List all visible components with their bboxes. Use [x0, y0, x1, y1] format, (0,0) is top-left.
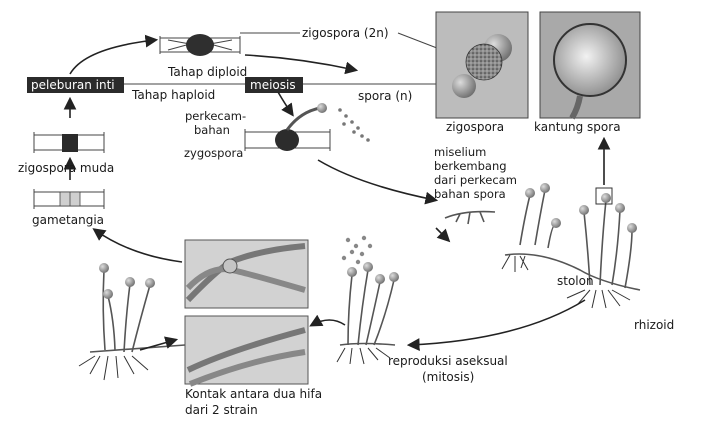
- left-colony: [78, 263, 186, 381]
- hyphae-contact-micrograph-bottom: [184, 315, 309, 387]
- diploid-zygospore-figure: [159, 34, 241, 56]
- kantung-spora-caption: kantung spora: [534, 120, 621, 134]
- gametangia-figure: [33, 189, 105, 209]
- perkecambahan-label-2: bahan: [194, 123, 230, 137]
- arrow-middle-to-contact: [309, 314, 346, 327]
- kontak-label-2: dari 2 strain: [185, 403, 258, 417]
- perkecambahan-label-1: perkecam-: [185, 109, 246, 123]
- tahap-diploid-label: Tahap diploid: [167, 65, 247, 79]
- arrow-to-mycelium-small: [435, 227, 451, 243]
- arrow-to-diploid: [69, 34, 159, 75]
- miselium-label-2: berkembang: [434, 159, 507, 173]
- peleburan-inti-box: [27, 77, 124, 93]
- middle-colony: [336, 262, 399, 365]
- peleburan-inti-label: peleburan inti: [31, 78, 115, 92]
- kontak-label-1: Kontak antara dua hifa: [185, 387, 322, 401]
- meiosis-label: meiosis: [250, 78, 296, 92]
- perkecambahan-label-3: zygospora: [184, 146, 243, 160]
- sporangium-micrograph: [539, 11, 641, 120]
- tahap-haploid-label: Tahap haploid: [131, 88, 215, 102]
- arrow-to-mycelium: [317, 159, 439, 205]
- young-mycelium: [444, 210, 496, 225]
- reproduksi-label-2: (mitosis): [422, 370, 474, 384]
- rhizoid-label: rhizoid: [634, 318, 674, 332]
- meiosis-box: [245, 77, 303, 93]
- hyphae-contact-micrograph-top: [184, 239, 309, 309]
- arrow-to-zygospore-photo: [244, 54, 359, 75]
- arrow-meiosis-to-germination: [277, 91, 294, 117]
- stolon-label: stolon: [557, 274, 594, 288]
- mature-colony-right: [501, 183, 641, 309]
- miselium-label-4: bahan spora: [434, 187, 506, 201]
- young-zygospore-figure: [33, 132, 105, 153]
- arrow-right-to-middle: [406, 299, 586, 351]
- zygospore-micrograph: [435, 11, 529, 119]
- asexual-spores: [341, 235, 373, 265]
- germinating-zygospore-figure: [244, 103, 331, 151]
- zigospora-2n-label: zigospora (2n): [302, 26, 389, 40]
- miselium-label-1: miselium: [434, 145, 486, 159]
- zigospora-caption: zigospora: [446, 120, 504, 134]
- gametangia-label: gametangia: [32, 213, 104, 227]
- spora-n-label: spora (n): [358, 89, 412, 103]
- reproduksi-label-1: reproduksi aseksual: [388, 354, 508, 368]
- miselium-label-3: dari perkecam: [434, 173, 517, 187]
- zigospora-muda-label: zigospora muda: [18, 161, 114, 175]
- arrow-contact-to-gametangia: [92, 228, 183, 263]
- released-spores: [338, 108, 370, 142]
